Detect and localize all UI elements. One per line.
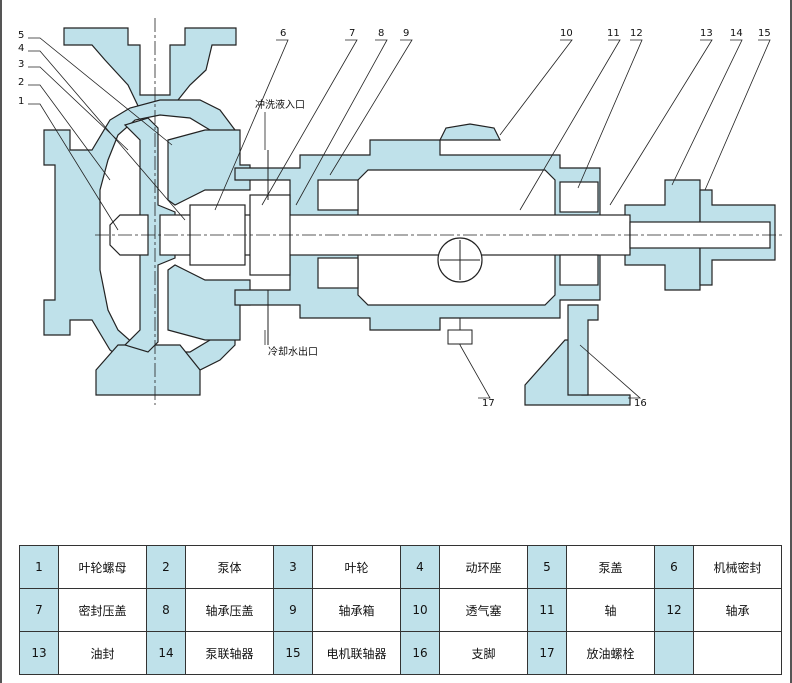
callout-5: 5 (18, 30, 24, 41)
part-num: 5 (527, 545, 567, 589)
leader-lines (28, 37, 771, 399)
right-border (790, 0, 792, 683)
part-num: 8 (146, 588, 186, 632)
pump-cover (167, 129, 251, 206)
part-num: 9 (273, 588, 313, 632)
part-name: 油封 (58, 631, 147, 675)
part-name: 泵体 (185, 545, 274, 589)
part-name: 动环座 (439, 545, 528, 589)
part-num: 14 (146, 631, 186, 675)
callout-11: 11 (607, 28, 620, 39)
bearing-left-top (317, 179, 359, 211)
part-num: 13 (19, 631, 59, 675)
bearing-right-top (559, 181, 599, 213)
callout-3: 3 (18, 59, 24, 70)
callout-6: 6 (280, 28, 286, 39)
callout-1: 1 (18, 96, 24, 107)
part-name: 泵联轴器 (185, 631, 274, 675)
part-name: 轴承 (693, 588, 782, 632)
callout-15: 15 (758, 28, 771, 39)
callout-9: 9 (403, 28, 409, 39)
callout-16: 16 (634, 398, 647, 409)
part-num: 4 (400, 545, 440, 589)
part-name: 支脚 (439, 631, 528, 675)
part-num: 15 (273, 631, 313, 675)
part-num: 16 (400, 631, 440, 675)
left-border (0, 0, 2, 683)
part-name: 机械密封 (693, 545, 782, 589)
part-name: 泵盖 (566, 545, 655, 589)
callout-10: 10 (560, 28, 573, 39)
part-name: 密封压盖 (58, 588, 147, 632)
part-name: 轴承箱 (312, 588, 401, 632)
part-num: 10 (400, 588, 440, 632)
callout-12: 12 (630, 28, 643, 39)
pump-foot (95, 344, 201, 396)
callout-4: 4 (18, 43, 24, 54)
cooling-outlet-note: 冷却水出口 (268, 345, 318, 358)
part-name (693, 631, 782, 675)
bearing-right-bottom (559, 254, 599, 286)
callout-17: 17 (482, 398, 495, 409)
callout-2: 2 (18, 77, 24, 88)
drain-bolt-head (447, 329, 473, 345)
part-name: 透气塞 (439, 588, 528, 632)
discharge-flange (63, 27, 237, 111)
part-num: 3 (273, 545, 313, 589)
part-num: 7 (19, 588, 59, 632)
callout-13: 13 (700, 28, 713, 39)
support-bracket (567, 304, 599, 396)
part-num: 11 (527, 588, 567, 632)
parts-table: 1 叶轮螺母 2 泵体 3 叶轮 4 动环座 5 泵盖 6 机械密封 7 密封压… (19, 545, 782, 675)
part-name: 电机联轴器 (312, 631, 401, 675)
part-name: 轴 (566, 588, 655, 632)
breather-plug (439, 123, 501, 141)
part-name: 放油螺栓 (566, 631, 655, 675)
part-num (654, 631, 694, 675)
table-row: 1 叶轮螺母 2 泵体 3 叶轮 4 动环座 5 泵盖 6 机械密封 (19, 545, 782, 589)
callout-14: 14 (730, 28, 743, 39)
part-num: 1 (19, 545, 59, 589)
flush-inlet-note: 冲洗液入口 (255, 98, 305, 111)
part-name: 叶轮螺母 (58, 545, 147, 589)
pump-body (43, 99, 236, 373)
part-num: 12 (654, 588, 694, 632)
part-num: 6 (654, 545, 694, 589)
part-name: 轴承压盖 (185, 588, 274, 632)
callout-7: 7 (349, 28, 355, 39)
part-num: 2 (146, 545, 186, 589)
callout-8: 8 (378, 28, 384, 39)
part-num: 17 (527, 631, 567, 675)
part-name: 叶轮 (312, 545, 401, 589)
table-row: 13 油封 14 泵联轴器 15 电机联轴器 16 支脚 17 放油螺栓 (19, 631, 782, 675)
bearing-left-bottom (317, 257, 359, 289)
table-row: 7 密封压盖 8 轴承压盖 9 轴承箱 10 透气塞 11 轴 12 轴承 (19, 588, 782, 632)
